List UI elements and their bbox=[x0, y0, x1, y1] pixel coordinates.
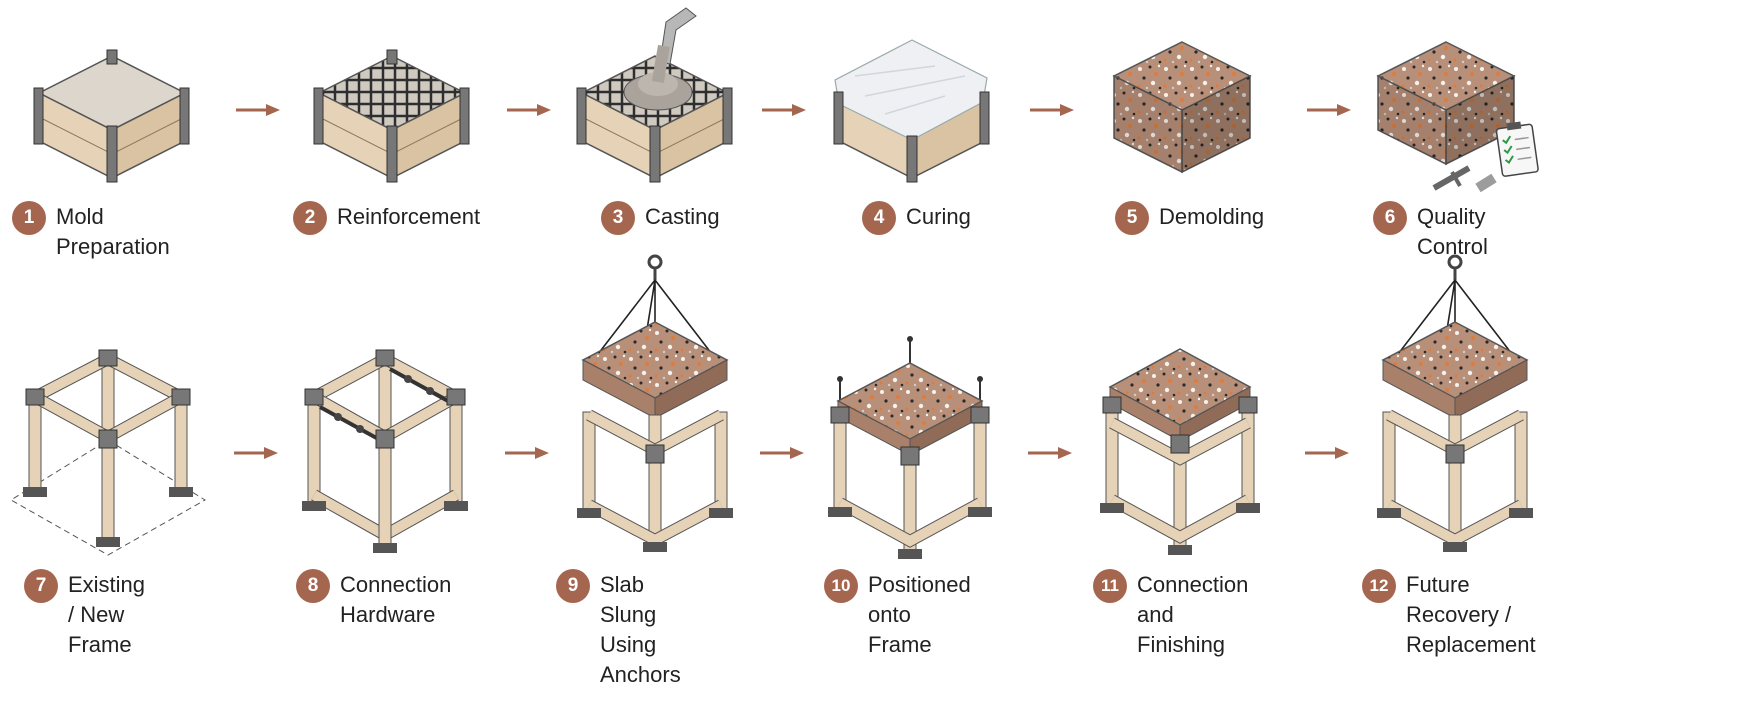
step-2-number: 2 bbox=[293, 201, 327, 235]
step-3-label: Casting bbox=[645, 204, 720, 229]
step-12-number: 12 bbox=[1362, 569, 1396, 603]
frame-hardware-illustration bbox=[302, 349, 468, 553]
step-9-number: 9 bbox=[556, 569, 590, 603]
concrete-block-illustration bbox=[1112, 41, 1252, 174]
step-9-label: Slab Slung Using Anchors bbox=[600, 572, 681, 687]
arrow-7-8 bbox=[234, 447, 278, 459]
step-11-number: 11 bbox=[1093, 569, 1127, 603]
mold-empty-illustration bbox=[33, 49, 190, 183]
step-5-label: Demolding bbox=[1159, 204, 1265, 229]
slab-recovery-illustration bbox=[1377, 254, 1533, 552]
arrow-4-5 bbox=[1030, 104, 1074, 116]
step-1-label: Mold Preparation bbox=[56, 204, 170, 259]
step-4-number: 4 bbox=[862, 201, 896, 235]
timber-frame-illustration bbox=[10, 349, 206, 556]
slab-finished-illustration bbox=[1100, 348, 1260, 555]
step-12-label: Future Recovery / Replacement bbox=[1406, 572, 1536, 657]
step-10-number: 10 bbox=[824, 569, 858, 603]
arrow-11-12 bbox=[1305, 447, 1349, 459]
step-6-number: 6 bbox=[1373, 201, 1407, 235]
step-7-label: Existing / New Frame bbox=[68, 572, 146, 657]
arrow-8-9 bbox=[505, 447, 549, 459]
step-4-label: Curing bbox=[906, 204, 971, 229]
mold-pour-illustration bbox=[576, 7, 733, 183]
step-6-label: Quality Control bbox=[1417, 204, 1488, 259]
arrow-9-10 bbox=[760, 447, 804, 459]
step-10-label: Positioned onto Frame bbox=[868, 572, 971, 657]
step-2-label: Reinforcement bbox=[337, 204, 481, 229]
step-3-number: 3 bbox=[601, 201, 635, 235]
arrow-1-2 bbox=[236, 104, 280, 116]
step-7-number: 7 bbox=[24, 569, 58, 603]
slab-slung-illustration bbox=[577, 254, 733, 552]
block-inspection-illustration bbox=[1376, 41, 1539, 193]
mold-covered-illustration bbox=[833, 39, 990, 183]
step-8-number: 8 bbox=[296, 569, 330, 603]
step-8-label: Connection Hardware bbox=[340, 572, 452, 627]
mold-rebar-illustration bbox=[313, 49, 470, 183]
step-11-label: Connection and Finishing bbox=[1137, 572, 1249, 657]
arrow-5-6 bbox=[1307, 104, 1351, 116]
arrow-10-11 bbox=[1028, 447, 1072, 459]
arrow-3-4 bbox=[762, 104, 806, 116]
slab-positioned-illustration bbox=[828, 336, 992, 559]
step-5-number: 5 bbox=[1115, 201, 1149, 235]
step-1-number: 1 bbox=[12, 201, 46, 235]
arrow-2-3 bbox=[507, 104, 551, 116]
